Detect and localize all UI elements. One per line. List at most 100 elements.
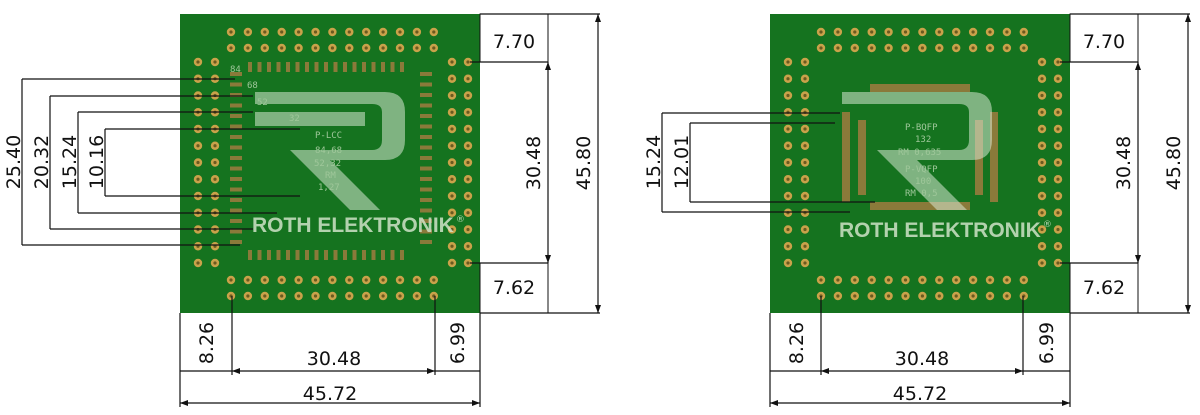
- smd-pad: [420, 114, 432, 118]
- pad-hole: [1040, 160, 1044, 165]
- pad-hole: [313, 278, 318, 282]
- silk-100: 100: [915, 177, 931, 187]
- pad-hole: [1056, 227, 1060, 232]
- dim-bottom-left: 8.26: [786, 322, 808, 364]
- pad-hole: [347, 30, 351, 34]
- pad-hole: [937, 278, 941, 282]
- pad-hole: [229, 46, 233, 50]
- pad-hole: [1040, 177, 1044, 181]
- board-left: 84 68 52 32 P-LCC 84,68 52,32 RM 1,27 RO…: [3, 13, 601, 407]
- pad-hole: [1040, 144, 1044, 148]
- pad-hole: [450, 261, 454, 265]
- pad-hole: [819, 30, 823, 34]
- smd-pad: [314, 250, 319, 260]
- smd-pad: [230, 229, 242, 234]
- smd-pad: [257, 62, 262, 72]
- pad-hole: [1022, 278, 1026, 282]
- smd-pad: [230, 156, 242, 160]
- smd-pad: [420, 219, 432, 223]
- pad-hole: [1040, 60, 1044, 64]
- pad-hole: [364, 46, 368, 50]
- pad-hole: [988, 46, 992, 50]
- smd-pad: [305, 250, 309, 260]
- pad-hole: [1056, 93, 1060, 98]
- pad-hole: [1022, 46, 1026, 50]
- smd-pad: [420, 82, 432, 87]
- pad-hole: [786, 93, 790, 98]
- pad-hole: [1005, 294, 1009, 298]
- pad-hole: [887, 294, 891, 298]
- pad-hole: [920, 278, 925, 282]
- pad-hole: [415, 30, 419, 34]
- pad-hole: [803, 160, 807, 165]
- pad-hole: [853, 294, 857, 298]
- pad-hole: [246, 278, 250, 282]
- pad-hole: [836, 30, 840, 34]
- pad-hole: [466, 127, 470, 131]
- smd-pad: [267, 62, 271, 72]
- pad-hole: [280, 30, 284, 34]
- dim-right-total: 45.80: [1163, 136, 1185, 190]
- dim-bottom-total: 45.72: [303, 383, 357, 405]
- pad-hole: [213, 60, 217, 64]
- dim-left-25-40: 25.40: [3, 135, 25, 189]
- pad-hole: [988, 30, 992, 34]
- pad-hole: [466, 160, 470, 165]
- pad-hole: [954, 294, 958, 298]
- pad-hole: [313, 30, 318, 34]
- smd-pad: [333, 250, 338, 260]
- smd-pad: [295, 62, 300, 72]
- pad-hole: [381, 278, 385, 282]
- pad-hole: [1056, 127, 1060, 131]
- pad-hole: [213, 160, 217, 165]
- silk-132: 132: [915, 135, 931, 145]
- smd-pad: [324, 62, 328, 72]
- pad-hole: [954, 46, 958, 50]
- smd-pad: [420, 240, 432, 244]
- smd-pad: [230, 177, 242, 181]
- smd-pad: [230, 145, 242, 150]
- pad-hole: [466, 177, 470, 181]
- silk-84-68: 84,68: [315, 146, 342, 156]
- pad-hole: [1005, 46, 1009, 50]
- pad-hole: [836, 278, 840, 282]
- pad-hole: [1056, 194, 1060, 198]
- pad-hole: [870, 30, 874, 34]
- pad-hole: [229, 30, 233, 34]
- smd-pad: [343, 62, 347, 72]
- smd-pad: [286, 250, 290, 260]
- pad-hole: [415, 46, 419, 50]
- pad-hole: [836, 46, 840, 50]
- pad-hole: [786, 261, 790, 265]
- dim-bottom-left: 8.26: [196, 322, 218, 364]
- re-logo: [842, 92, 992, 210]
- pad-hole: [803, 144, 807, 148]
- pad-hole: [364, 278, 368, 282]
- pad-hole: [786, 77, 790, 81]
- silk-vqfp: P-VQFP: [905, 165, 938, 175]
- pad-hole: [432, 46, 436, 50]
- pad-hole: [1005, 278, 1009, 282]
- pad-hole: [1040, 194, 1044, 198]
- pad-hole: [313, 294, 318, 298]
- pad-hole: [870, 278, 874, 282]
- dim-right-top: 7.70: [1083, 31, 1125, 53]
- pad-hole: [330, 30, 334, 34]
- dim-left-20-32: 20.32: [31, 135, 53, 189]
- smd-pad: [420, 198, 432, 202]
- smd-pad: [343, 250, 347, 260]
- registered-mark: ®: [1043, 220, 1052, 230]
- pad-hole: [920, 30, 925, 34]
- pad-hole: [466, 194, 470, 198]
- smd-pad: [230, 208, 242, 213]
- pad-hole: [398, 278, 402, 282]
- pad-hole: [1040, 93, 1044, 98]
- pad-hole: [786, 227, 790, 232]
- smd-pad: [352, 250, 357, 260]
- pad-hole: [836, 294, 840, 298]
- pad-hole: [903, 46, 908, 50]
- pad-hole: [381, 30, 385, 34]
- smd-pad: [267, 250, 271, 260]
- pad-hole: [450, 77, 454, 81]
- pad-hole: [196, 60, 200, 64]
